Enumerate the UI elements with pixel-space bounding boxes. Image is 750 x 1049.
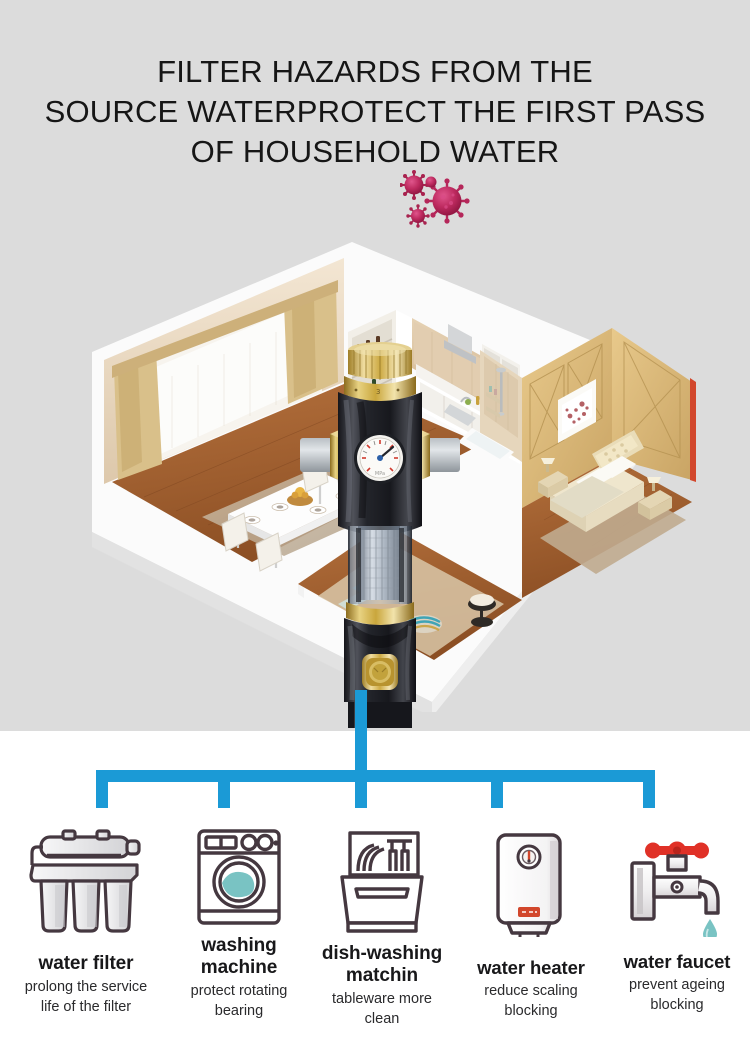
benefit-card-dishwasher[interactable]: dish-washing matchin tableware more clea… — [306, 817, 458, 1049]
benefits-row: water filter prolong the service life of… — [0, 817, 750, 1049]
benefit-desc: reduce scaling blocking — [484, 983, 578, 1019]
benefit-desc: prolong the service life of the filter — [24, 979, 148, 1015]
hero-panel: FILTER HAZARDS FROM THE SOURCE WATERPROT… — [0, 0, 750, 731]
svg-text:MPa: MPa — [375, 471, 385, 477]
svg-text:3: 3 — [376, 388, 380, 396]
virus-cluster-icon — [399, 168, 510, 230]
benefit-desc: tableware more clean — [332, 991, 432, 1027]
benefits-panel: water filter prolong the service life of… — [0, 731, 750, 1049]
benefit-title: dish-washing matchin — [321, 943, 443, 986]
pre-filter-product: 3 — [300, 330, 460, 731]
benefit-card-water-filter[interactable]: water filter prolong the service life of… — [0, 817, 172, 1049]
water-faucet-icon — [622, 817, 732, 937]
benefit-title: water filter — [38, 953, 134, 974]
water-filter-icon — [21, 817, 151, 937]
benefit-title: water heater — [477, 957, 585, 978]
dishwasher-icon — [334, 817, 430, 933]
water-heater-icon — [490, 817, 572, 939]
benefit-title: washing machine — [200, 935, 278, 978]
pipe-riser — [355, 690, 367, 772]
benefit-desc: prevent ageing blocking — [629, 977, 725, 1013]
page-title: FILTER HAZARDS FROM THE SOURCE WATERPROT… — [44, 54, 706, 169]
benefit-card-water-heater[interactable]: water heater reduce scaling blocking — [458, 817, 604, 1049]
benefit-desc: protect rotating bearing — [190, 983, 288, 1019]
blue-water-distribution-pipe — [0, 731, 750, 831]
washing-machine-icon — [193, 817, 285, 929]
benefit-card-washing-machine[interactable]: washing machine protect rotating bearing — [172, 817, 306, 1049]
benefit-card-water-faucet[interactable]: water faucet prevent ageing blocking — [604, 817, 750, 1049]
benefit-title: water faucet — [623, 951, 731, 972]
